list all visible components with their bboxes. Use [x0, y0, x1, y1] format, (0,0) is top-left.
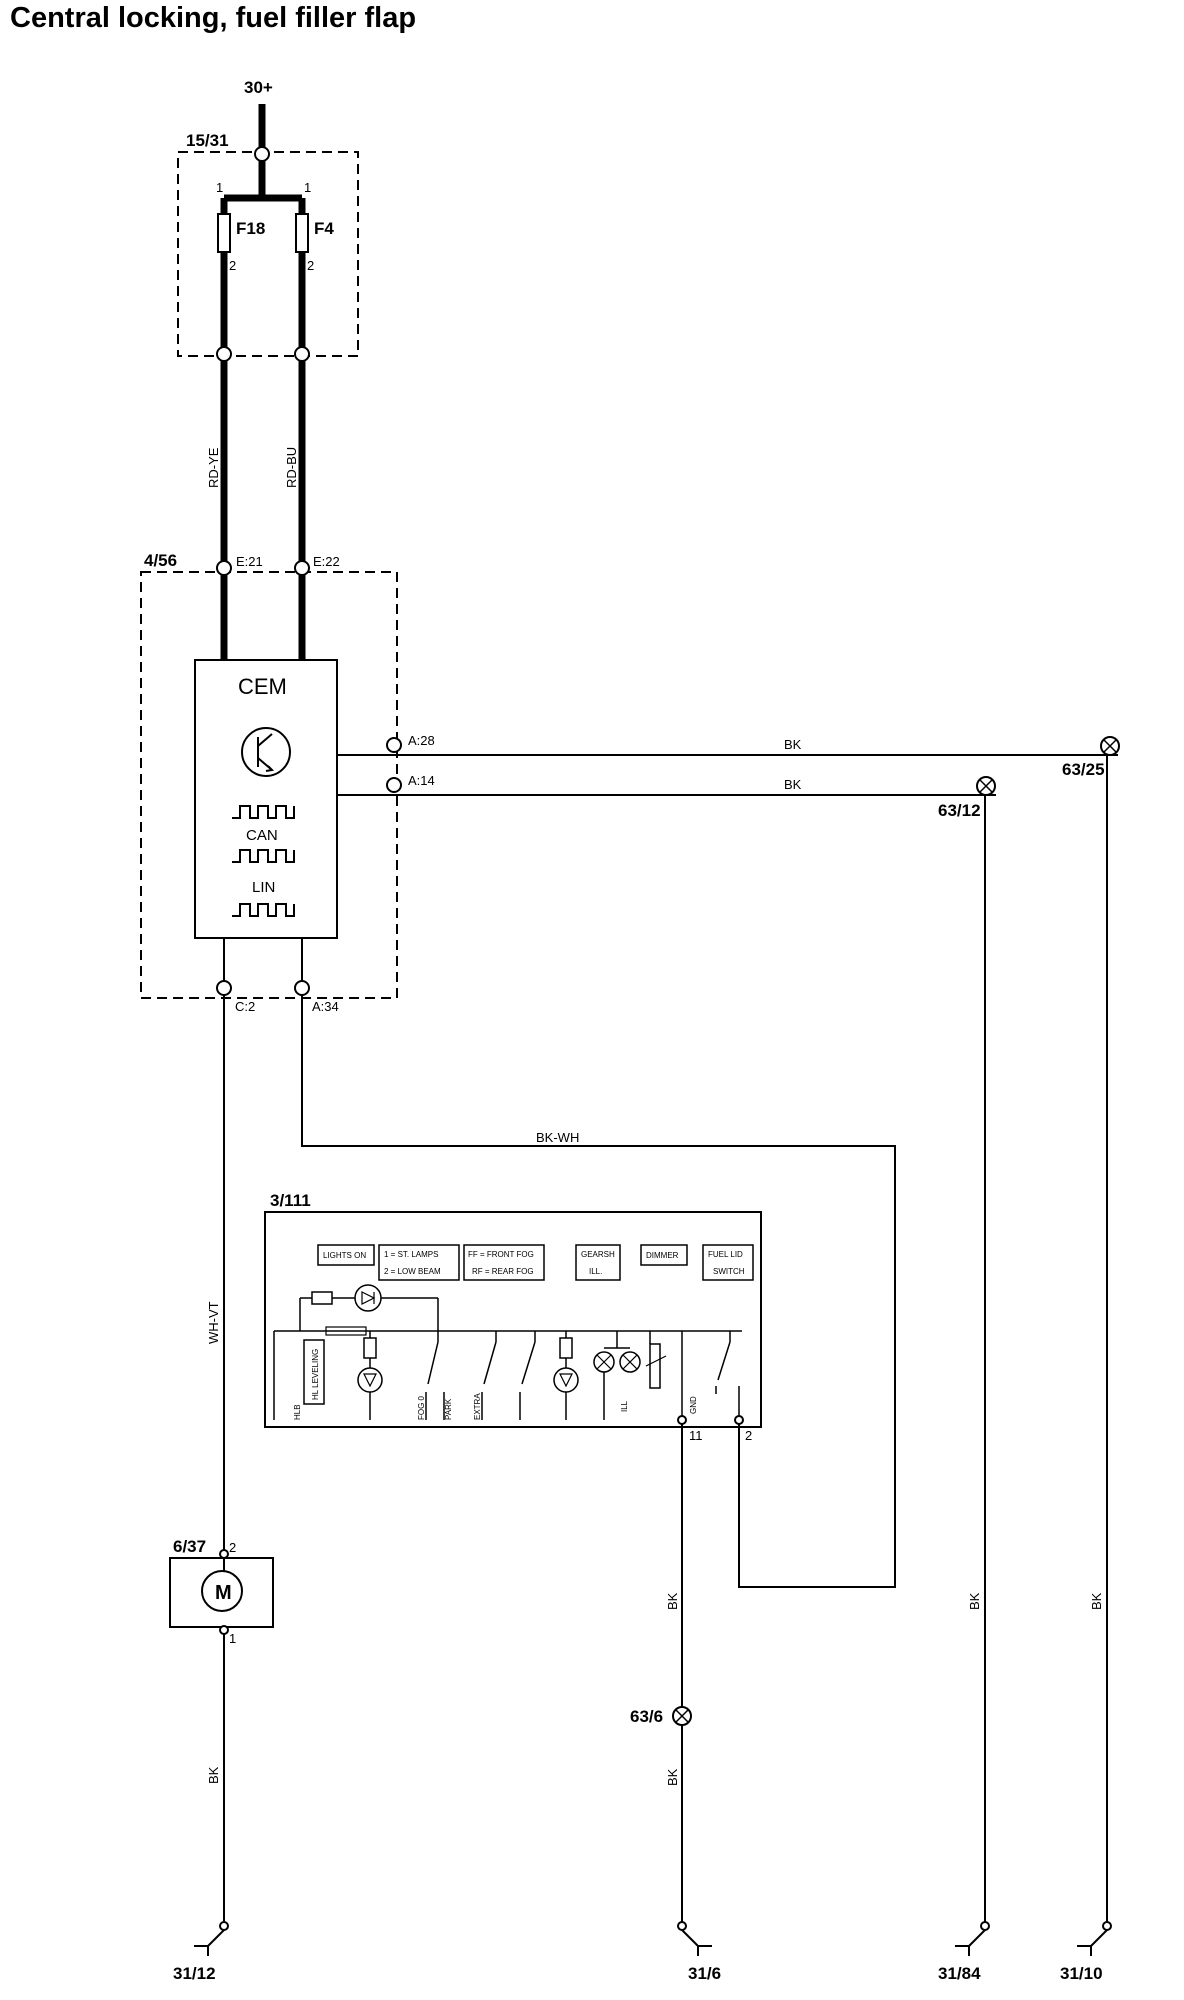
fuse-f18: [217, 213, 231, 253]
lin-signal-icon: [232, 903, 295, 917]
wire-label-bk-gnd-lower: BK: [665, 1768, 680, 1786]
transistor-icon: [241, 727, 291, 777]
fusebox-id: 15/31: [186, 131, 229, 150]
box-front-fog: FF = FRONT FOG: [468, 1250, 534, 1259]
motor-pin-2: 2: [229, 1540, 236, 1555]
wire-label-wh-vt: WH-VT: [206, 1301, 221, 1344]
wire-bk-wh: [301, 1000, 896, 1588]
wire-label-bk-wh: BK-WH: [536, 1130, 579, 1145]
splice-63-12: [976, 776, 996, 796]
terminal-extra: EXTRA: [473, 1393, 482, 1420]
ground-31-12: [194, 1929, 225, 1956]
ground-label-31-6: 31/6: [688, 1964, 721, 1983]
motor-pin-1: 1: [229, 1631, 236, 1646]
terminal-hlb: HLB: [293, 1404, 302, 1420]
cem-id: 4/56: [144, 551, 177, 570]
fuse-f18-pin1: 1: [216, 180, 223, 195]
fuse-f4-pin1: 1: [304, 180, 311, 195]
can-signal-icon-2: [232, 849, 295, 863]
box-ill: ILL.: [589, 1267, 602, 1276]
box-rear-fog: RF = REAR FOG: [472, 1267, 534, 1276]
wire-label-rd-bu: RD-BU: [284, 447, 299, 488]
cem-pin-c2: C:2: [235, 999, 255, 1014]
wire-label-bk-a28: BK: [784, 737, 802, 752]
wire-label-bk-31-84: BK: [967, 1592, 982, 1610]
fuse-f4: [295, 213, 309, 253]
cem-label: CEM: [238, 674, 287, 699]
ground-31-84: [955, 1929, 986, 1956]
wire-label-rd-ye: RD-YE: [206, 447, 221, 488]
ground-label-31-84: 31/84: [938, 1964, 981, 1983]
fuse-f18-pin2: 2: [229, 258, 236, 273]
splice-63-25: [1100, 736, 1120, 756]
diagram-title: Central locking, fuel filler flap: [10, 2, 417, 34]
connector-15-31: [254, 146, 270, 162]
cem-pin-e22: E:22: [313, 554, 340, 569]
switch-panel-pin-2: 2: [745, 1428, 752, 1443]
fusebox-outline: [177, 151, 359, 357]
ground-label-31-12: 31/12: [173, 1964, 216, 1983]
box-lights-on: LIGHTS ON: [323, 1251, 366, 1260]
ground-31-6: [681, 1929, 712, 1956]
wire-label-bk-motor: BK: [206, 1766, 221, 1784]
terminal-hl-leveling: HL LEVELING: [311, 1349, 320, 1400]
box-low-beam: 2 = LOW BEAM: [384, 1267, 441, 1276]
cem-box: [194, 659, 338, 939]
box-dimmer: DIMMER: [646, 1251, 679, 1260]
cem-pin-a34: A:34: [312, 999, 339, 1014]
supply-label: 30+: [244, 78, 273, 97]
motor-id: 6/37: [173, 1537, 206, 1556]
splice-63-6: [672, 1706, 692, 1726]
motor-icon: [201, 1570, 243, 1612]
splice-label-63-6: 63/6: [630, 1707, 663, 1726]
fuse-f4-label: F4: [314, 219, 334, 238]
splice-label-63-25: 63/25: [1062, 760, 1105, 779]
wire-label-bk-gnd-upper: BK: [665, 1592, 680, 1610]
cem-pin-e21: E:21: [236, 554, 263, 569]
box-fuel-lid: FUEL LID: [708, 1250, 743, 1259]
motor-symbol: M: [215, 1582, 232, 1604]
cem-can-label: CAN: [246, 827, 278, 844]
switch-panel: [264, 1211, 762, 1428]
cem-outline: [140, 571, 398, 999]
can-signal-icon: [232, 805, 295, 819]
wire-label-bk-31-10: BK: [1089, 1592, 1104, 1610]
cem-pin-a14: A:14: [408, 773, 435, 788]
fuse-f18-label: F18: [236, 219, 265, 238]
ground-31-10: [1077, 1929, 1108, 1956]
box-gearsh: GEARSH: [581, 1250, 615, 1259]
ground-label-31-10: 31/10: [1060, 1964, 1103, 1983]
cem-lin-label: LIN: [252, 879, 275, 896]
switch-panel-id: 3/111: [270, 1191, 311, 1210]
terminal-park: PARK: [444, 1398, 453, 1420]
box-switch: SWITCH: [713, 1267, 745, 1276]
cem-pin-a28: A:28: [408, 733, 435, 748]
splice-label-63-12: 63/12: [938, 801, 981, 820]
wire-label-bk-a14: BK: [784, 777, 802, 792]
terminal-fog-0: FOG 0: [417, 1395, 426, 1420]
terminal-gnd: GND: [689, 1396, 698, 1414]
terminal-ill: ILL: [620, 1400, 629, 1412]
switch-panel-pin-11: 11: [689, 1428, 703, 1443]
fuse-f4-pin2: 2: [307, 258, 314, 273]
box-st-lamps: 1 = ST. LAMPS: [384, 1250, 438, 1259]
